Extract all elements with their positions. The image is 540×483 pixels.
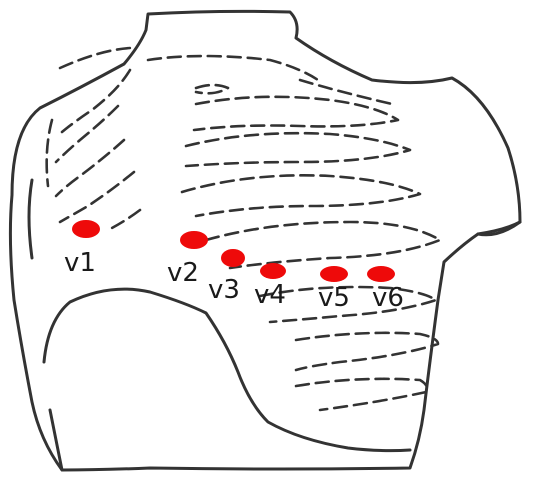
electrode-v6[interactable] xyxy=(367,266,395,282)
electrode-v5[interactable] xyxy=(320,266,348,282)
electrode-v4[interactable] xyxy=(260,263,286,279)
lead-label-v1: v1 xyxy=(64,248,96,278)
torso-outline xyxy=(10,11,520,470)
lead-label-v5: v5 xyxy=(318,283,350,313)
diaphragm-outline xyxy=(44,289,410,451)
electrodes xyxy=(72,220,395,282)
lead-label-v3: v3 xyxy=(208,275,240,305)
electrode-v2[interactable] xyxy=(180,231,208,249)
lead-label-v4: v4 xyxy=(254,280,286,310)
ribs-right-side xyxy=(182,97,440,410)
lead-label-v6: v6 xyxy=(372,283,404,313)
electrode-v3[interactable] xyxy=(221,249,245,267)
lead-label-v2: v2 xyxy=(167,258,199,288)
electrode-v1[interactable] xyxy=(72,220,100,238)
ribs-left-side xyxy=(47,70,140,230)
